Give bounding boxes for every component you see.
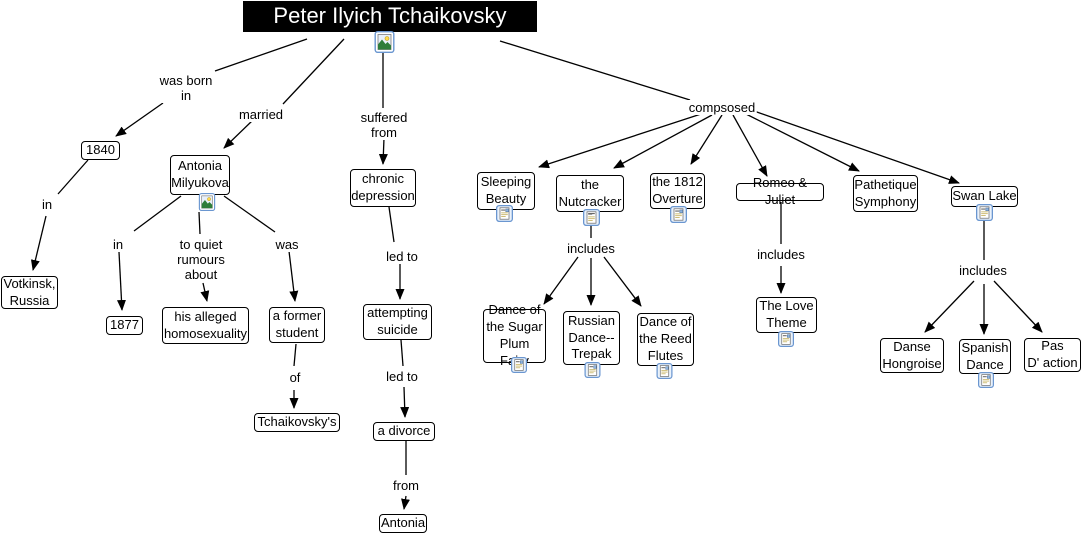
link-label-includes-swan[interactable]: includes bbox=[957, 263, 1009, 278]
connector-line bbox=[388, 206, 395, 243]
connector-line bbox=[198, 211, 201, 235]
connector-line bbox=[116, 251, 126, 311]
concept-node-sugar-plum-fairy[interactable]: Dance of the Sugar Plum Fairy bbox=[483, 302, 546, 368]
link-label-in-1877[interactable]: in bbox=[110, 237, 126, 252]
concept-node-pathetique-symphony[interactable]: Pathetique Symphony bbox=[853, 175, 918, 212]
concept-node-1812-overture[interactable]: the 1812 Overture bbox=[650, 173, 705, 209]
concept-node-danse-hongroise[interactable]: Danse Hongroise bbox=[880, 338, 944, 373]
connector-line bbox=[115, 102, 164, 137]
concept-node-votkinsk[interactable]: Votkinsk, Russia bbox=[1, 276, 58, 309]
concept-node-the-nutcracker[interactable]: the Nutcracker bbox=[556, 175, 624, 212]
connector-line bbox=[400, 339, 404, 367]
link-label-led-to-1[interactable]: led to bbox=[384, 249, 420, 264]
connector-line bbox=[288, 250, 299, 302]
concept-node-1877[interactable]: 1877 bbox=[106, 316, 143, 335]
concept-node-russian-dance-trepak[interactable]: Russian Dance-- Trepak bbox=[563, 311, 620, 365]
connector-line bbox=[538, 113, 702, 169]
link-label-of[interactable]: of bbox=[287, 370, 303, 385]
sleeping-beauty-document-icon[interactable] bbox=[496, 205, 513, 222]
connector-line bbox=[743, 112, 860, 172]
trepak-document-icon[interactable] bbox=[584, 362, 601, 378]
connector-line bbox=[690, 114, 723, 165]
concept-node-spanish-dance[interactable]: Spanish Dance bbox=[959, 339, 1011, 374]
concept-node-love-theme[interactable]: The Love Theme bbox=[756, 297, 817, 333]
connector-line bbox=[378, 137, 388, 165]
connector-line bbox=[133, 195, 182, 232]
connector-line bbox=[543, 256, 579, 305]
reed-flutes-document-icon[interactable] bbox=[656, 363, 673, 379]
connector-line bbox=[753, 110, 960, 184]
connector-line bbox=[214, 38, 308, 72]
nutcracker-document-icon[interactable] bbox=[583, 209, 600, 226]
connector-line bbox=[400, 386, 410, 418]
connector-line bbox=[401, 495, 410, 510]
spanish-dance-document-icon[interactable] bbox=[978, 372, 994, 388]
link-label-married[interactable]: married bbox=[236, 107, 286, 122]
link-label-led-to-2[interactable]: led to bbox=[384, 369, 420, 384]
concept-node-reed-flutes[interactable]: Dance of the Reed Flutes bbox=[637, 313, 694, 366]
link-label-from[interactable]: from bbox=[391, 478, 421, 493]
concept-node-1840[interactable]: 1840 bbox=[81, 141, 120, 160]
link-label-in-votkinsk[interactable]: in bbox=[39, 197, 55, 212]
link-label-to-quiet-rumours[interactable]: to quiet rumours about bbox=[175, 237, 227, 282]
link-label-includes-nutcracker[interactable]: includes bbox=[565, 241, 617, 256]
love-theme-document-icon[interactable] bbox=[778, 331, 794, 347]
connector-line bbox=[732, 114, 768, 177]
connector-line bbox=[499, 40, 691, 101]
concept-node-sleeping-beauty[interactable]: Sleeping Beauty bbox=[477, 172, 535, 210]
overture-document-icon[interactable] bbox=[670, 206, 687, 223]
concept-node-chronic-depression[interactable]: chronic depression bbox=[350, 169, 416, 207]
sugar-plum-document-icon[interactable] bbox=[511, 357, 527, 373]
tchaikovsky-picture-icon[interactable] bbox=[374, 31, 395, 53]
antonia-picture-icon[interactable] bbox=[198, 193, 216, 211]
concept-node-tchaikovskys[interactable]: Tchaikovsky's bbox=[254, 413, 340, 432]
concept-node-former-student[interactable]: a former student bbox=[269, 307, 325, 343]
concept-node-tchaikovsky[interactable]: Peter Ilyich Tchaikovsky bbox=[243, 1, 537, 32]
connector-line bbox=[613, 114, 713, 169]
concept-node-antonia[interactable]: Antonia bbox=[379, 514, 427, 533]
connector-line bbox=[223, 195, 276, 233]
connector-line bbox=[30, 215, 47, 271]
link-label-suffered-from[interactable]: suffered from bbox=[358, 110, 410, 140]
connector-line bbox=[993, 280, 1043, 333]
concept-node-homosexuality[interactable]: his alleged homosexuality bbox=[162, 307, 249, 344]
concept-node-pas-d-action[interactable]: Pas D' action bbox=[1024, 338, 1081, 372]
concept-node-antonia-milyukova[interactable]: Antonia Milyukova bbox=[170, 155, 230, 195]
concept-node-attempting-suicide[interactable]: attempting suicide bbox=[363, 304, 432, 340]
swan-lake-document-icon[interactable] bbox=[976, 204, 993, 221]
link-label-includes-romeo[interactable]: includes bbox=[755, 247, 807, 262]
connector-line bbox=[200, 282, 210, 302]
connector-line bbox=[293, 343, 297, 367]
connector-line bbox=[57, 159, 89, 195]
concept-node-a-divorce[interactable]: a divorce bbox=[373, 422, 435, 441]
link-label-compsosed[interactable]: compsosed bbox=[686, 100, 758, 115]
link-label-was-born-in[interactable]: was born in bbox=[157, 73, 215, 103]
concept-node-romeo-juliet[interactable]: Romeo & Juliet bbox=[736, 175, 824, 207]
connector-line bbox=[223, 119, 254, 149]
connector-line bbox=[282, 38, 345, 105]
link-label-was[interactable]: was bbox=[273, 237, 301, 252]
connector-line bbox=[603, 256, 642, 307]
connector-line bbox=[924, 280, 975, 333]
